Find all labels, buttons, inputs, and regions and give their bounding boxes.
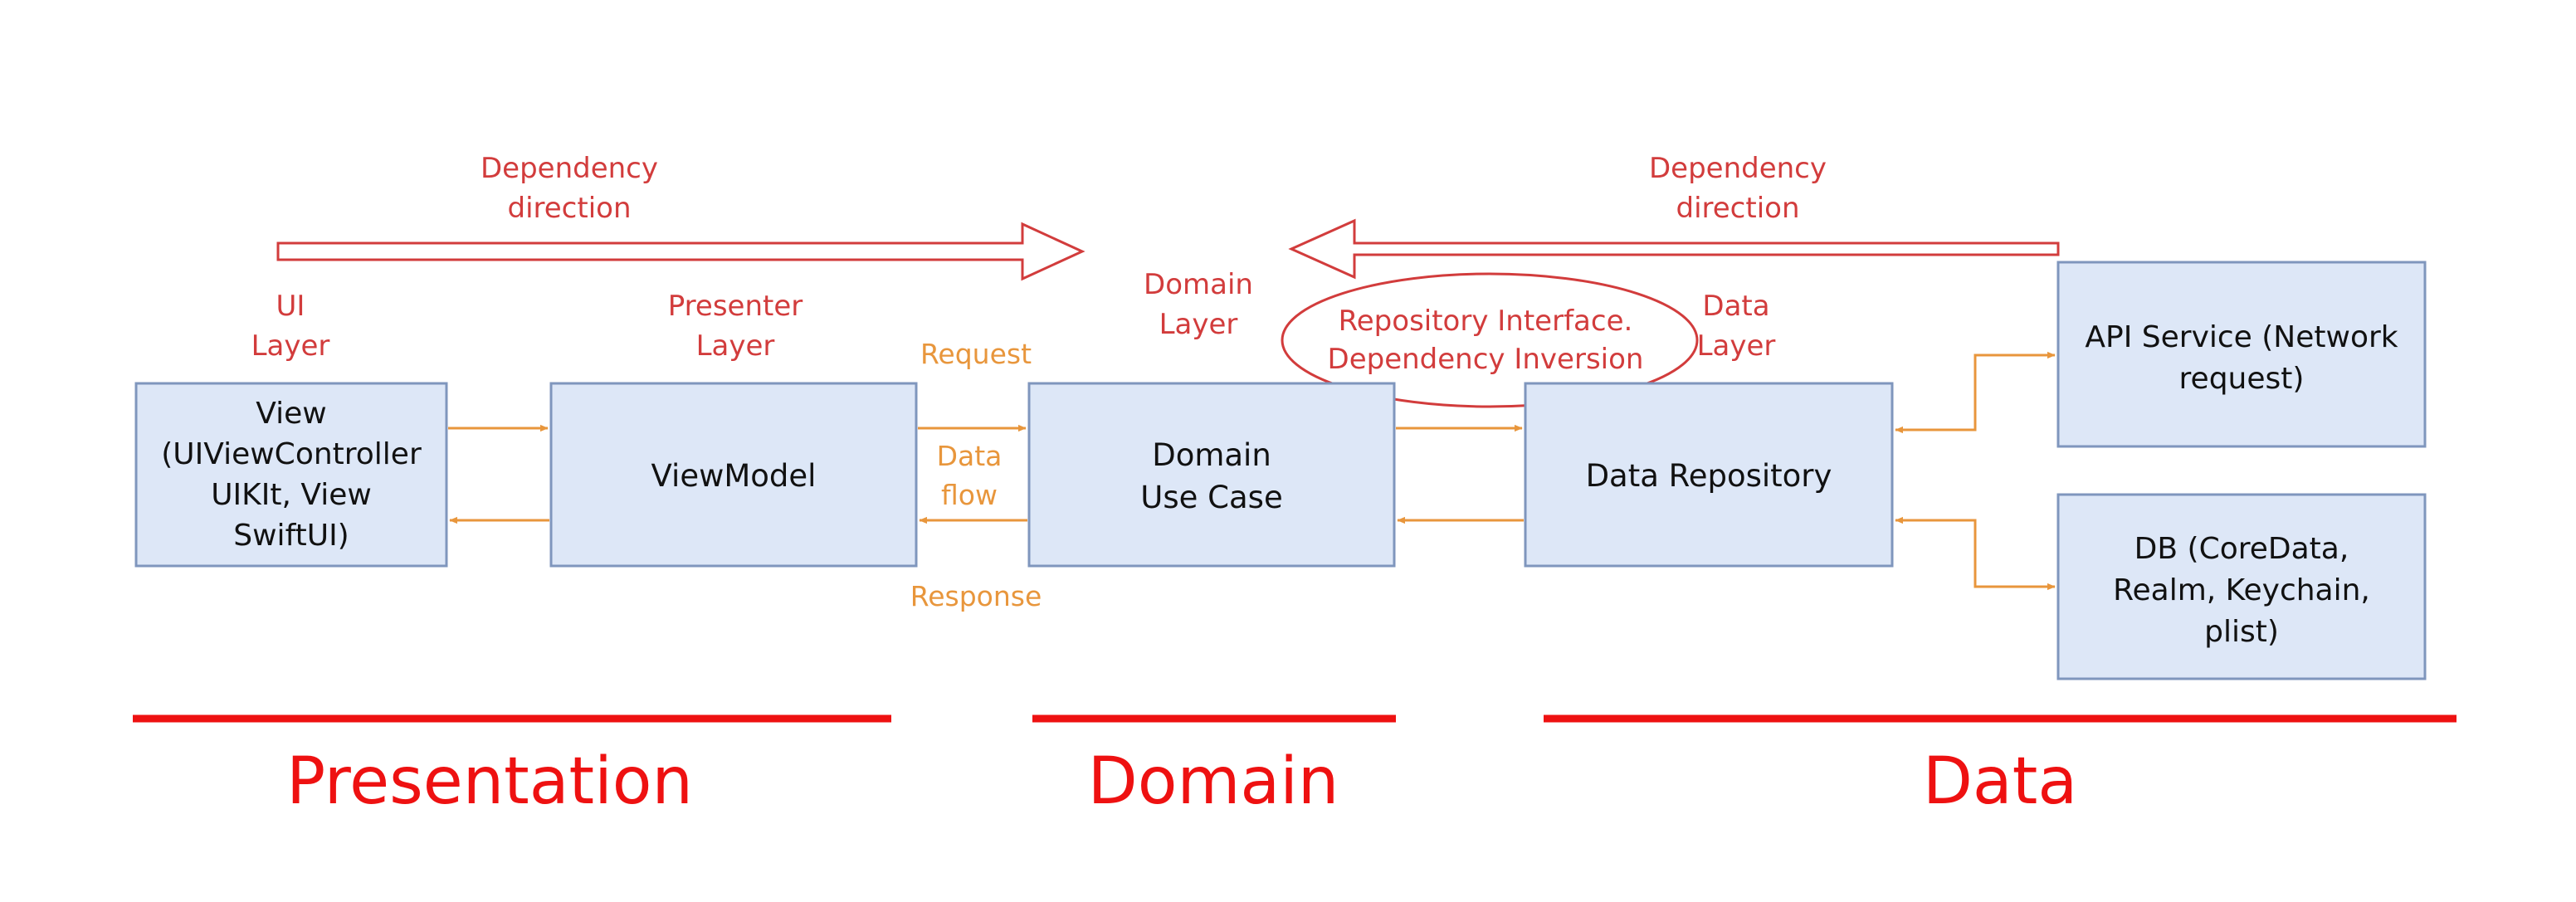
data-section-title: Data: [1923, 744, 2077, 819]
flow-arrow-repository-db: [1895, 516, 2056, 591]
db-box: DB (CoreData, Realm, Keychain, plist): [2056, 493, 2427, 680]
presentation-section-title: Presentation: [286, 744, 693, 819]
presenter-layer-label-line1: Presenter: [668, 290, 803, 323]
repository-interface-label-line1: Repository Interface.: [1339, 305, 1633, 338]
domain-layer-label-line2: Layer: [1159, 308, 1238, 341]
dependency-label-left-line1: Dependency: [481, 152, 658, 185]
response-label: Response: [910, 580, 1042, 612]
view-box: View (UIViewController UIKIt, View Swift…: [134, 382, 448, 568]
request-label: Request: [920, 338, 1032, 370]
ui-layer-label-line1: UI: [276, 290, 305, 323]
view-box-line4: SwiftUI): [233, 519, 349, 553]
data-flow-label-line2: flow: [941, 479, 998, 511]
dependency-label-right-line2: direction: [1676, 192, 1800, 225]
data-layer-label-line2: Layer: [1697, 329, 1776, 363]
presenter-layer-label-line2: Layer: [696, 329, 775, 363]
data-flow-label-line1: Data: [937, 440, 1003, 472]
api-service-box-line1: API Service (Network: [2085, 320, 2398, 354]
flow-arrow-repository-api: [1895, 351, 2056, 434]
ui-layer-label-line2: Layer: [251, 329, 330, 363]
db-box-line2: Realm, Keychain,: [2113, 573, 2370, 607]
usecase-box-line1: Domain: [1152, 437, 1271, 473]
data-repository-box: Data Repository: [1524, 382, 1894, 568]
api-service-box-line2: request): [2179, 362, 2305, 396]
api-service-box: API Service (Network request): [2056, 261, 2427, 448]
domain-layer-label-line1: Domain: [1144, 268, 1253, 301]
view-box-line2: (UIViewController: [161, 437, 422, 471]
dependency-arrow-right: [276, 222, 1086, 281]
usecase-box-line2: Use Case: [1140, 480, 1282, 515]
usecase-box: Domain Use Case: [1027, 382, 1396, 568]
repository-interface-label-line2: Dependency Inversion: [1328, 343, 1644, 376]
dependency-label-right-line1: Dependency: [1649, 152, 1827, 185]
view-box-line3: UIKIt, View: [211, 478, 372, 512]
data-repository-box-label: Data Repository: [1586, 458, 1832, 494]
dependency-label-left-line2: direction: [508, 192, 632, 225]
viewmodel-box: ViewModel: [549, 382, 918, 568]
dependency-arrow-left: [1288, 218, 2060, 280]
view-box-line1: View: [256, 397, 326, 431]
data-layer-label-line1: Data: [1702, 290, 1769, 323]
repository-interface-ellipse: [1281, 272, 1699, 408]
db-box-line1: DB (CoreData,: [2134, 532, 2349, 566]
db-box-line3: plist): [2204, 615, 2279, 649]
viewmodel-box-label: ViewModel: [651, 458, 817, 494]
domain-section-title: Domain: [1088, 744, 1339, 819]
